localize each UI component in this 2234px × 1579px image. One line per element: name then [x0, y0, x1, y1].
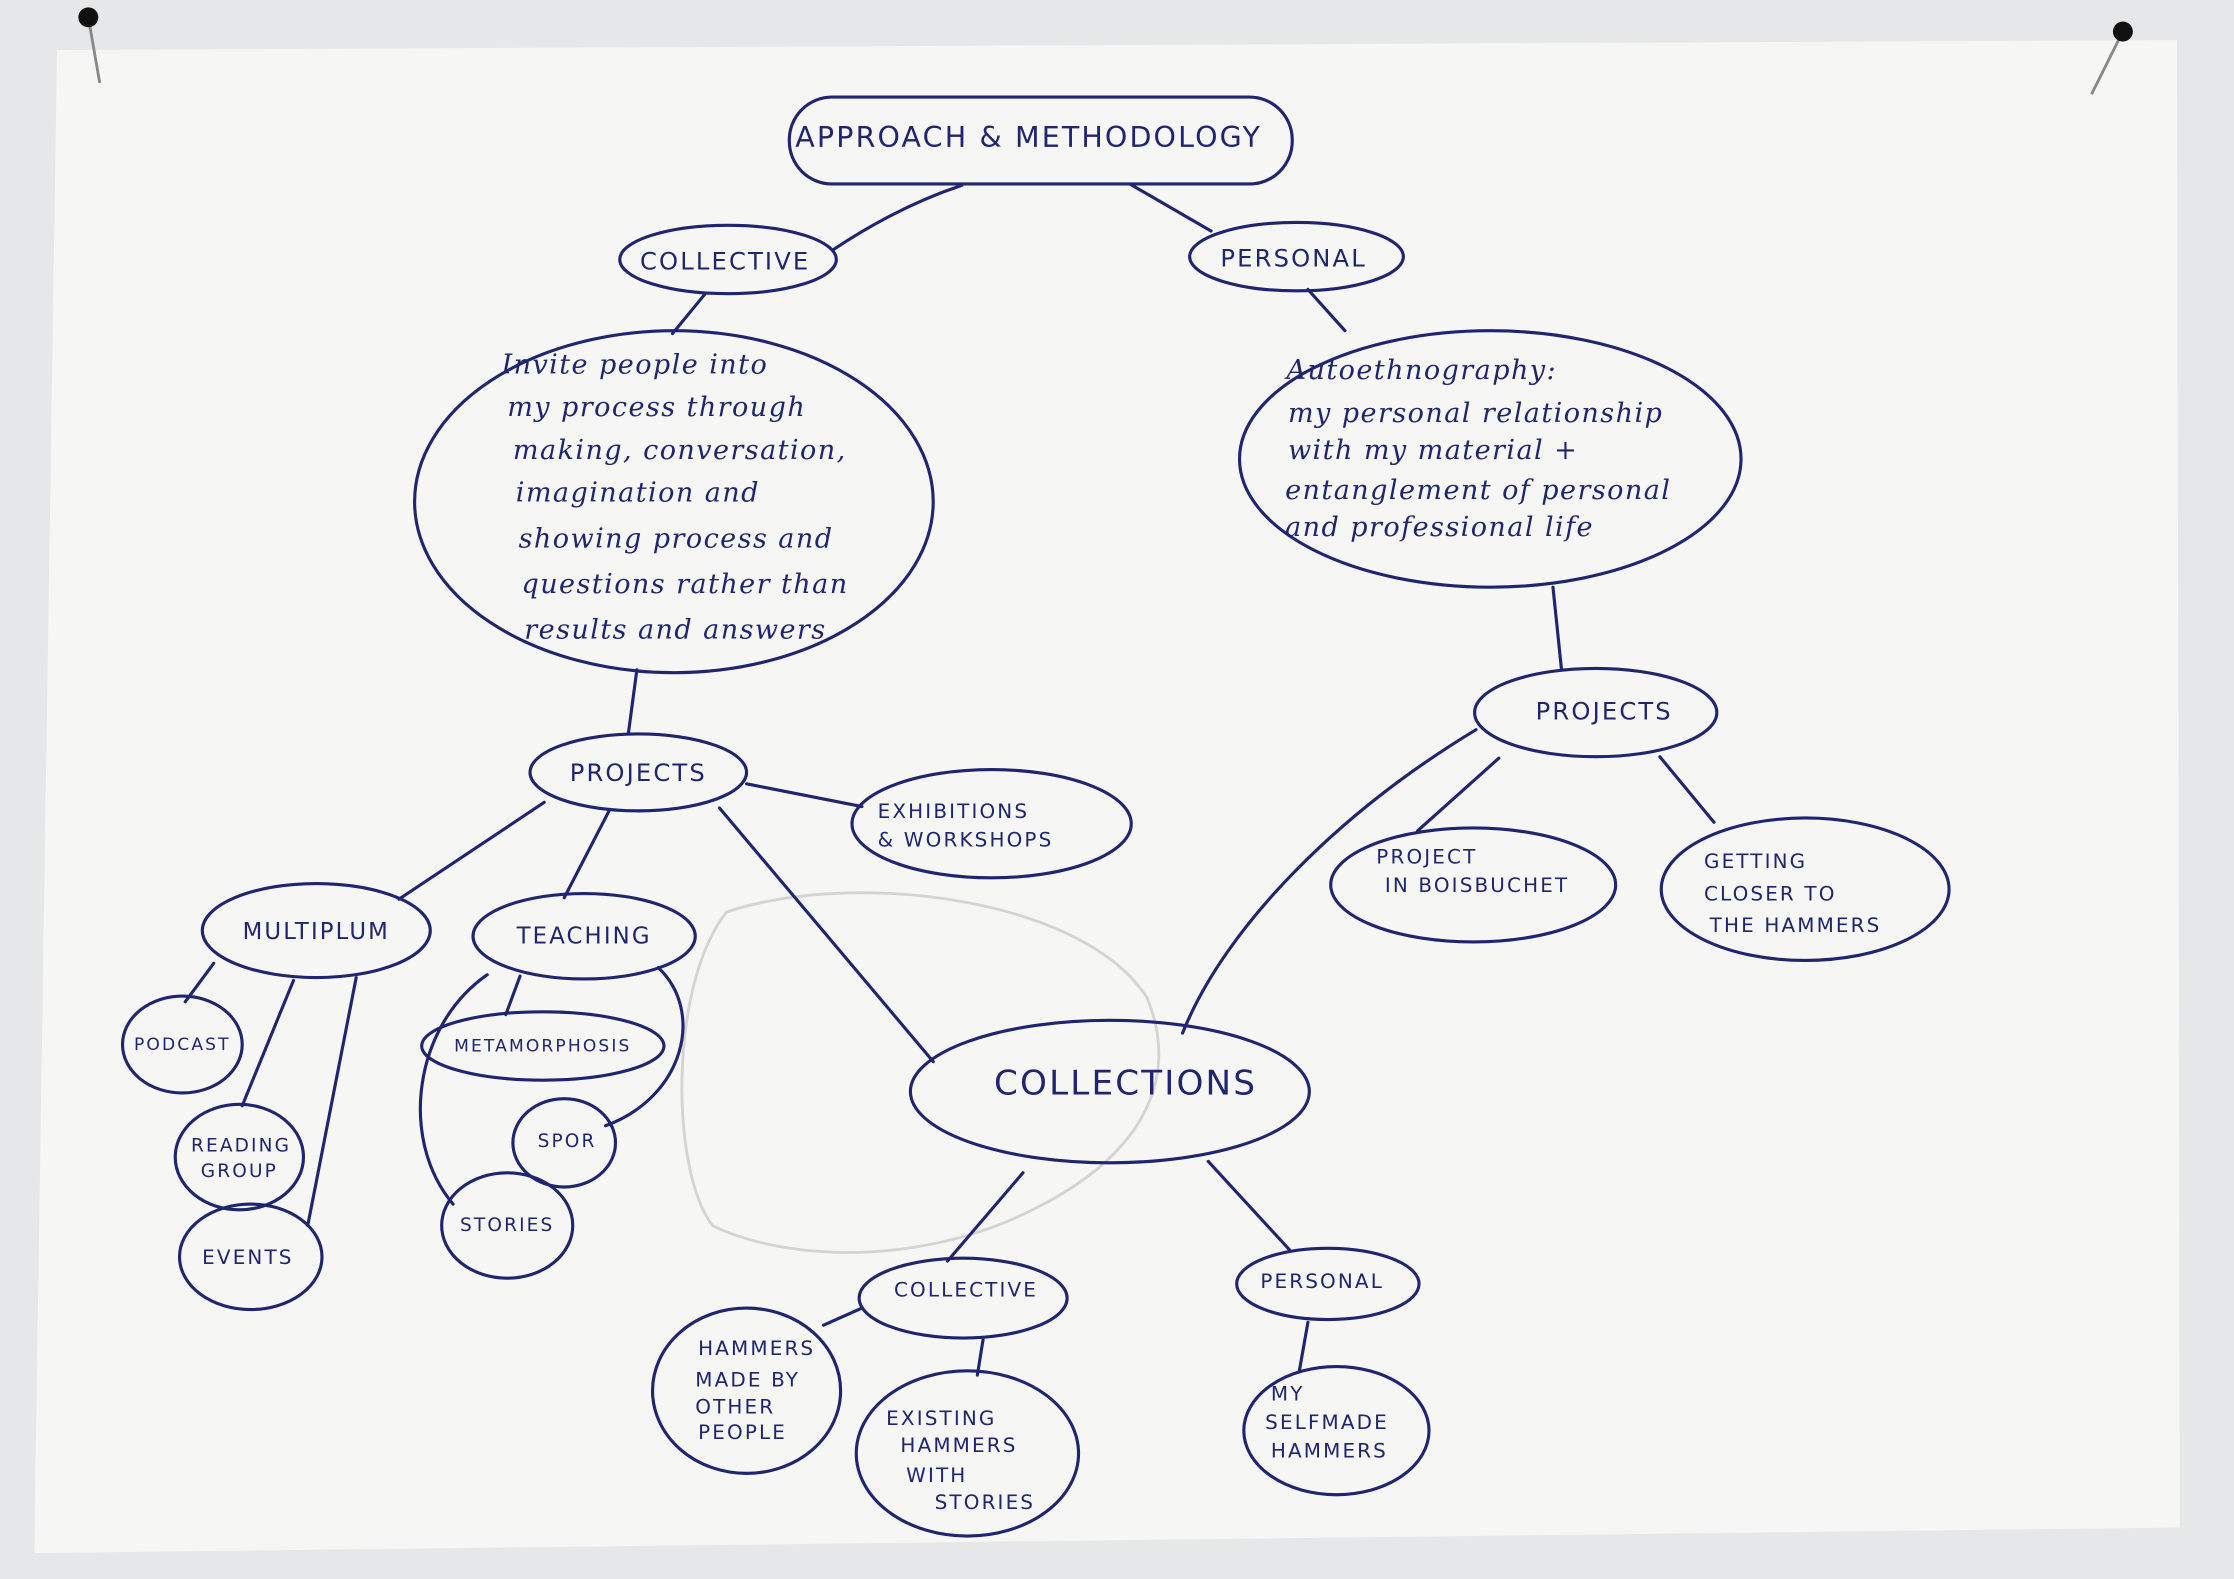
node-personal-projects: PROJECTS — [1473, 666, 1719, 759]
edge-multiplum-reading — [240, 978, 296, 1108]
node-collections-personal: PERSONAL — [1235, 1246, 1421, 1322]
node-personal-description: Autoethnography: my personal relationshi… — [1237, 329, 1743, 589]
edge-teaching-stories — [418, 973, 489, 1206]
edge-projects-multiplum — [397, 800, 546, 901]
edge-personal-description — [1306, 287, 1347, 333]
edge-rprojects-collections — [1180, 728, 1478, 1035]
node-teaching: TEACHING — [471, 891, 697, 981]
edge-root-collective — [831, 183, 964, 252]
node-label: HAMMERS MADE BY OTHER PEOPLE — [695, 1336, 823, 1444]
edge-collective-description — [670, 292, 707, 336]
edge-ccollective-existing — [975, 1337, 985, 1377]
node-label: PROJECTS — [570, 759, 707, 787]
edge-rprojects-hammers — [1658, 755, 1716, 824]
pin-right — [2090, 21, 2133, 95]
node-text: Invite people into my process through ma… — [501, 349, 859, 645]
edge-autoethno-projects — [1551, 585, 1564, 672]
node-label: EXISTING HAMMERS WITH STORIES — [886, 1406, 1035, 1514]
node-existing-hammers: EXISTING HAMMERS WITH STORIES — [854, 1369, 1081, 1538]
edge-cpersonal-selfmade — [1297, 1320, 1310, 1373]
node-metamorphosis: METAMORPHOSIS — [420, 1010, 666, 1082]
node-spor: SPOR — [511, 1097, 618, 1189]
edge-projects-collections — [717, 806, 935, 1064]
node-label: PERSONAL — [1260, 1269, 1384, 1293]
node-collective: COLLECTIVE — [618, 223, 838, 296]
node-label: EVENTS — [202, 1245, 293, 1269]
node-exhibitions: EXHIBITIONS & WORKSHOPS — [850, 767, 1133, 880]
pin-left — [78, 7, 102, 84]
edge-teaching-metamorphosis — [504, 974, 522, 1017]
node-collective-description: Invite people into my process through ma… — [413, 329, 935, 675]
node-getting-closer: GETTING CLOSER TO THE HAMMERS — [1659, 816, 1951, 963]
edge-teaching-spor — [603, 966, 685, 1128]
node-hammers-other-people: HAMMERS MADE BY OTHER PEOPLE — [650, 1306, 843, 1475]
edge-collections-personal — [1206, 1159, 1291, 1252]
node-collections-collective: COLLECTIVE — [857, 1256, 1069, 1340]
node-label: TEACHING — [516, 923, 652, 949]
edge-ccollective-other — [821, 1306, 864, 1327]
edge-projects-exhibitions — [744, 782, 864, 809]
paper-indent-mark — [680, 891, 1161, 1254]
node-text: Autoethnography: my personal relationshi… — [1284, 355, 1682, 543]
node-label: STORIES — [460, 1215, 554, 1236]
node-collective-projects: PROJECTS — [528, 732, 749, 813]
node-label: COLLECTIVE — [640, 247, 810, 275]
node-label: COLLECTIVE — [894, 1278, 1038, 1302]
node-multiplum: MULTIPLUM — [200, 881, 432, 980]
edge-description-projects — [626, 668, 639, 736]
node-label: COLLECTIONS — [994, 1063, 1257, 1103]
edge-rprojects-boisbuchet — [1416, 756, 1501, 833]
edge-root-personal — [1128, 182, 1213, 233]
node-label: READING GROUP — [191, 1135, 299, 1182]
paper-sheet — [34, 40, 2180, 1554]
node-reading-group: READING GROUP — [173, 1102, 306, 1212]
edge-projects-teaching — [562, 807, 612, 900]
node-label: METAMORPHOSIS — [454, 1037, 631, 1057]
node-podcast: PODCAST — [120, 994, 244, 1095]
node-events: EVENTS — [177, 1202, 324, 1312]
node-collections: COLLECTIONS — [908, 1018, 1311, 1165]
node-label: MULTIPLUM — [243, 919, 390, 945]
node-label: EXHIBITIONS & WORKSHOPS — [878, 799, 1054, 851]
node-label: PERSONAL — [1220, 245, 1366, 273]
node-label: PODCAST — [134, 1035, 231, 1055]
node-stories: STORIES — [440, 1171, 575, 1280]
node-label: MY SELFMADE HAMMERS — [1265, 1382, 1397, 1463]
connectors — [183, 182, 1716, 1377]
edge-collections-collective — [945, 1171, 1025, 1263]
node-label: APPROACH & METHODOLOGY — [795, 121, 1262, 154]
node-personal: PERSONAL — [1188, 220, 1405, 293]
node-boisbuchet: PROJECT IN BOISBUCHET — [1329, 826, 1618, 944]
edge-multiplum-events — [306, 975, 358, 1228]
node-selfmade-hammers: MY SELFMADE HAMMERS — [1242, 1364, 1431, 1497]
node-label: PROJECTS — [1536, 698, 1673, 726]
node-label: SPOR — [538, 1131, 597, 1152]
node-label: GETTING CLOSER TO THE HAMMERS — [1704, 849, 1881, 937]
node-root: APPROACH & METHODOLOGY — [787, 95, 1294, 186]
node-label: PROJECT IN BOISBUCHET — [1376, 845, 1569, 897]
